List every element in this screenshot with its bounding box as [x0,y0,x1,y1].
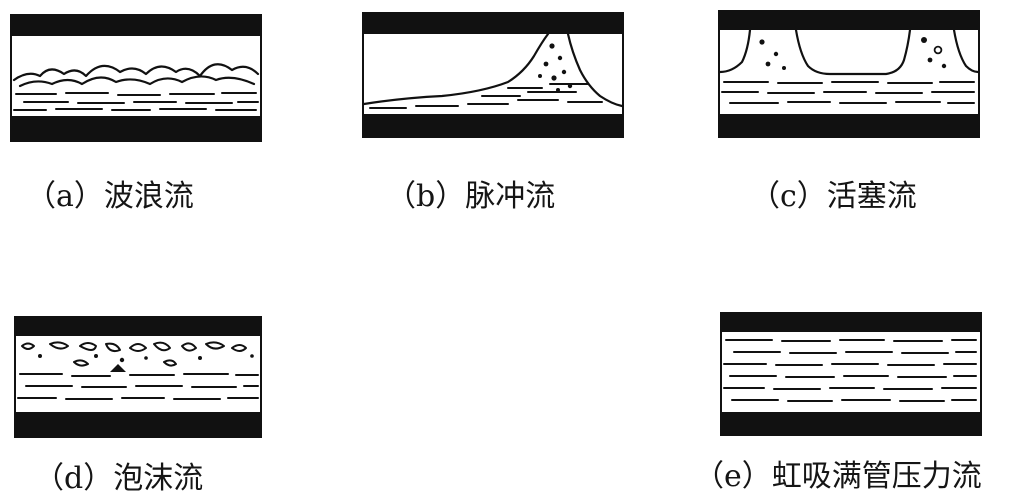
pipe-top-wall [362,12,624,34]
pipe-top-wall [720,312,982,332]
panel-e-siphon-pressure-flow [720,312,982,436]
caption-d: （d）泡沫流 [34,461,204,496]
pipe-border [720,312,982,436]
pipe-bottom-wall [362,114,624,138]
liquid-surface [718,28,980,76]
liquid-streaks [369,83,603,109]
pulse-slug [362,32,624,108]
foam-bubbles [21,341,247,367]
panel-b-pulse-flow [362,12,624,138]
foam-dots [38,354,254,372]
panel-a-wave-flow [10,14,262,142]
panel-d-foam-flow [14,316,262,438]
pipe-border [362,12,624,138]
liquid-streaks [13,92,259,111]
pipe-bottom-wall [720,412,982,436]
liquid-streaks [723,339,977,402]
plug-flow-diagram [718,10,980,138]
caption-a: （a）波浪流 [26,179,194,214]
pipe-top-wall [14,316,262,336]
liquid-streaks [721,81,975,104]
liquid-streaks [17,373,259,400]
pipe-top-wall [718,10,980,30]
foam-flow-diagram [14,316,262,438]
pipe-border [718,10,980,138]
pipe-bottom-wall [10,116,262,142]
pipe-border [10,14,262,142]
pipe-bottom-wall [718,114,980,138]
pulse-flow-diagram [362,12,624,138]
wave-flow-diagram [10,14,262,142]
caption-b: （b）脉冲流 [386,179,556,214]
panel-c-plug-flow [718,10,980,138]
caption-e: （e）虹吸满管压力流 [694,459,982,494]
plug-bubbles [759,37,947,70]
pipe-bottom-wall [14,412,262,438]
siphon-pressure-flow-diagram [720,312,982,436]
wave-surface [12,63,260,88]
caption-c: （c）活塞流 [750,179,917,214]
pipe-border [14,316,262,438]
pipe-top-wall [10,14,262,36]
